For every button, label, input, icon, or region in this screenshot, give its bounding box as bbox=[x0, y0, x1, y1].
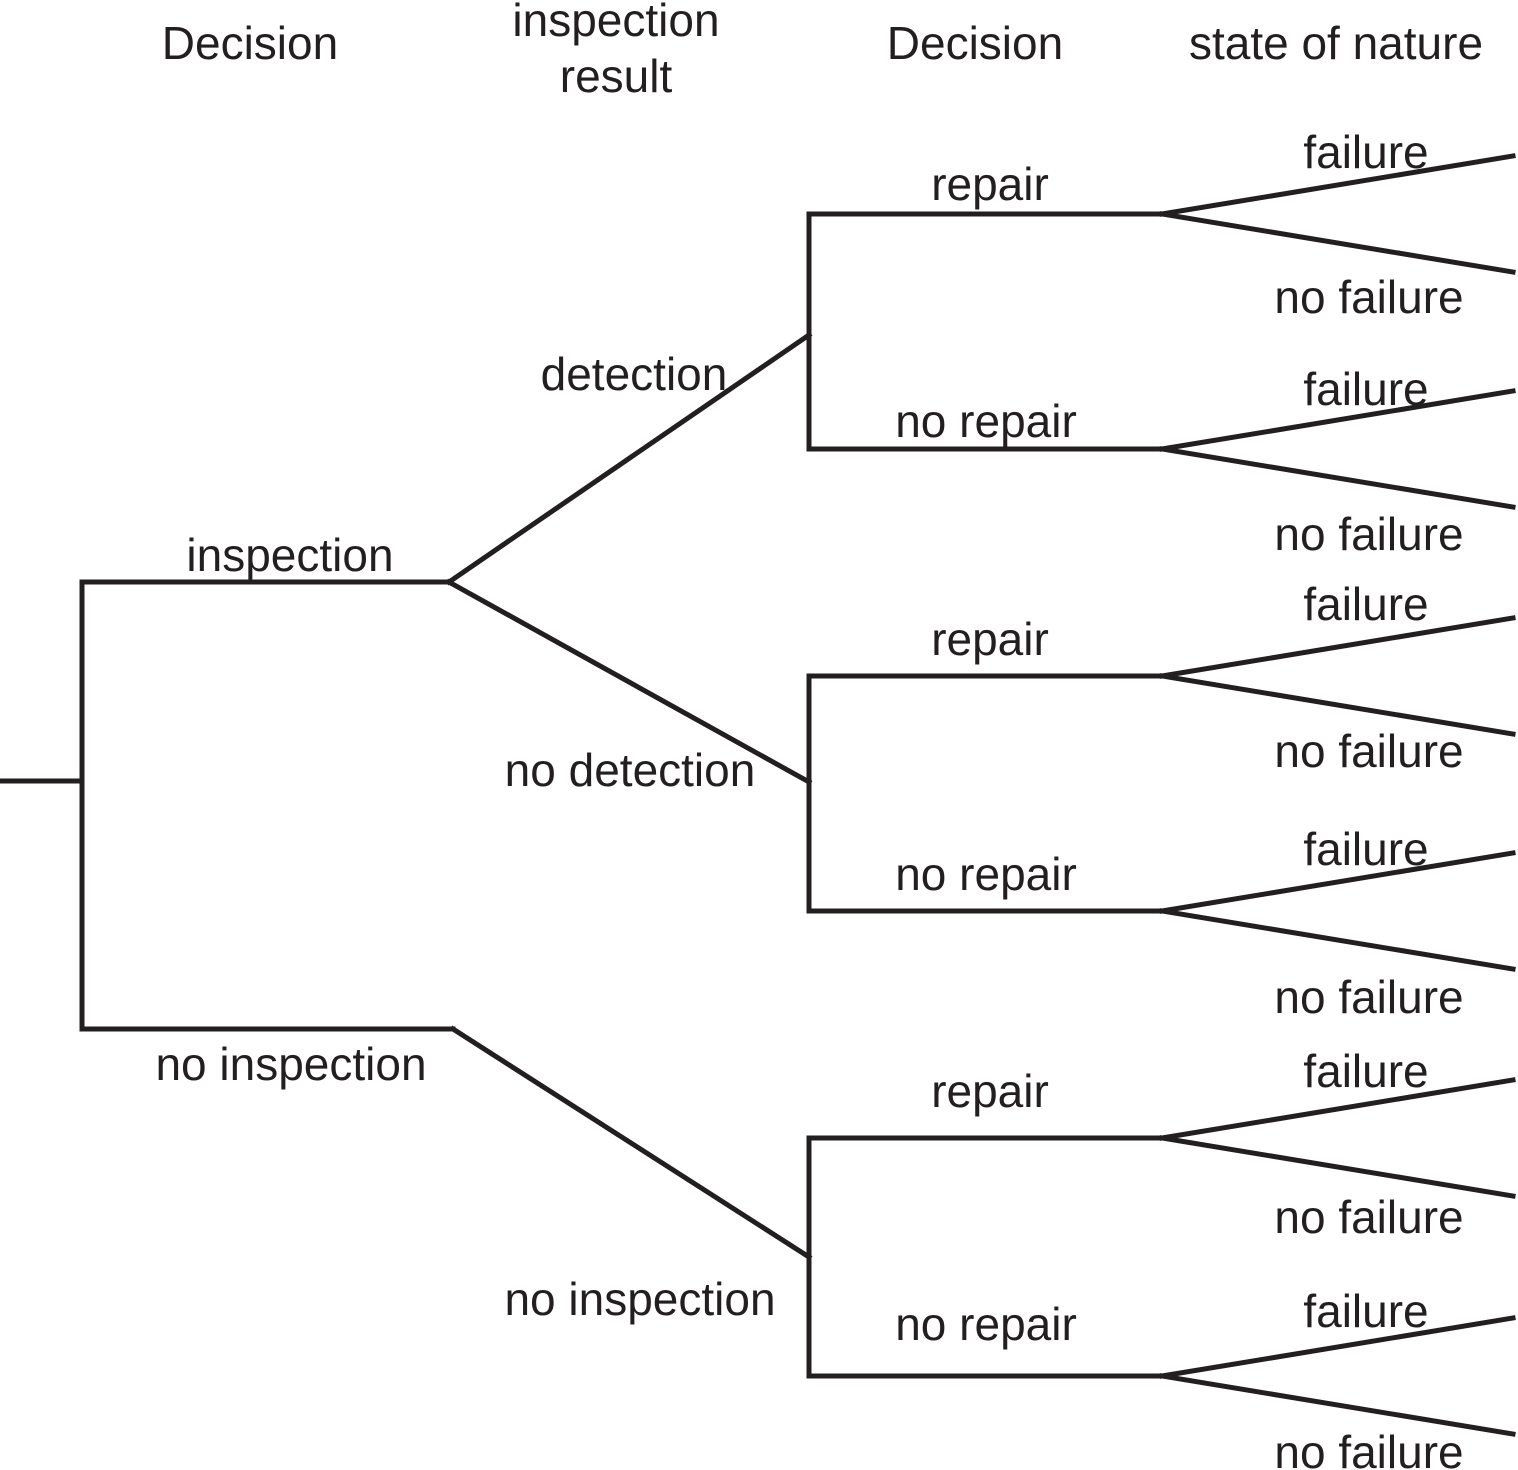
header-inspection-result-line-1: inspection bbox=[512, 0, 719, 46]
header-decision-stage2: Decision bbox=[887, 17, 1063, 69]
label-failure-3: failure bbox=[1303, 578, 1428, 630]
label-no-failure-3: no failure bbox=[1274, 725, 1463, 777]
edge-failure-1 bbox=[1159, 153, 1516, 217]
label-no-inspection-1: no inspection bbox=[155, 1038, 426, 1090]
edge-detection bbox=[445, 331, 813, 586]
header-state-of-nature: state of nature bbox=[1189, 17, 1483, 69]
edge-no-detection bbox=[445, 578, 813, 786]
label-no-repair-2: no repair bbox=[895, 848, 1077, 900]
label-failure-2: failure bbox=[1303, 363, 1428, 415]
edge-no-failure-2 bbox=[1159, 446, 1516, 510]
edge-no-failure-1 bbox=[1159, 211, 1516, 275]
label-failure-5: failure bbox=[1303, 1045, 1428, 1097]
edge-failure-5 bbox=[1159, 1077, 1516, 1141]
label-failure-4: failure bbox=[1303, 823, 1428, 875]
edge-no-failure-5 bbox=[1159, 1135, 1516, 1199]
edge-no-failure-3 bbox=[1159, 673, 1516, 737]
label-detection: detection bbox=[541, 348, 728, 400]
label-no-detection: no detection bbox=[505, 744, 756, 796]
label-no-repair-3: no repair bbox=[895, 1298, 1077, 1350]
edge-failure-4 bbox=[1159, 850, 1516, 914]
label-failure-1: failure bbox=[1303, 126, 1428, 178]
edge-no-failure-6 bbox=[1159, 1373, 1516, 1437]
label-no-failure-6: no failure bbox=[1274, 1426, 1463, 1470]
edge-failure-3 bbox=[1159, 615, 1516, 679]
label-no-failure-4: no failure bbox=[1274, 971, 1463, 1023]
label-repair-1: repair bbox=[931, 158, 1049, 210]
header-inspection-result-line-2: result bbox=[560, 50, 673, 102]
header-decision-stage1: Decision bbox=[162, 17, 338, 69]
edge-failure-6 bbox=[1159, 1315, 1516, 1379]
label-repair-3: repair bbox=[931, 1065, 1049, 1117]
label-no-failure-1: no failure bbox=[1274, 271, 1463, 323]
label-no-inspection-2: no inspection bbox=[504, 1273, 775, 1325]
label-no-repair-1: no repair bbox=[895, 395, 1077, 447]
label-no-failure-2: no failure bbox=[1274, 508, 1463, 560]
edge-no-inspection-diag bbox=[449, 1025, 813, 1261]
label-no-failure-5: no failure bbox=[1274, 1191, 1463, 1243]
label-repair-2: repair bbox=[931, 613, 1049, 665]
edge-no-failure-4 bbox=[1159, 908, 1516, 972]
label-inspection: inspection bbox=[186, 529, 393, 581]
label-failure-6: failure bbox=[1303, 1285, 1428, 1337]
edge-failure-2 bbox=[1159, 388, 1516, 452]
